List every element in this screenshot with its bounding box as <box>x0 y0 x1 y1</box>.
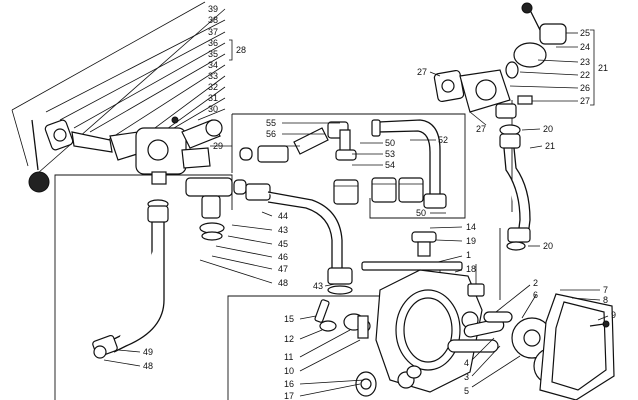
callout-38: 36 <box>208 38 218 48</box>
callout-31: 29 <box>213 141 223 151</box>
callout-21: 21 <box>545 141 555 151</box>
leaders-pump <box>299 226 609 397</box>
callout-50: 50 <box>385 138 395 148</box>
callout-7: 7 <box>603 285 608 295</box>
callout-44: 44 <box>278 211 288 221</box>
callout-25: 24 <box>580 42 590 52</box>
part-valve-body <box>44 116 223 185</box>
callout-49: 49 <box>143 347 153 357</box>
leaders-50-56 <box>282 122 446 214</box>
part-cover-plate <box>539 293 615 400</box>
callout-45: 45 <box>278 239 288 249</box>
callout-32: 30 <box>208 104 218 114</box>
callout-3: 3 <box>464 372 469 382</box>
callout-37: 35 <box>208 49 218 59</box>
callout-15: 15 <box>284 314 294 324</box>
callout-40: 38 <box>208 15 218 25</box>
callout-9: 9 <box>611 310 616 320</box>
callout-43b: 43 <box>313 281 323 291</box>
callout-24: 23 <box>580 57 590 67</box>
callout-19: 19 <box>466 236 476 246</box>
callout-33: 31 <box>208 93 218 103</box>
callout-41: 39 <box>208 4 218 14</box>
leaders-22-29 <box>429 29 595 126</box>
callout-28: 27 <box>580 96 590 106</box>
callout-51: 52 <box>438 135 448 145</box>
callout-11: 11 <box>284 352 293 362</box>
leaders-48-49 <box>103 349 141 367</box>
part-right-pipe <box>499 124 531 251</box>
callout-43: 43 <box>278 225 288 235</box>
callout-39: 37 <box>208 27 218 37</box>
leaders-20-21 <box>521 128 543 247</box>
leaders-43-48 <box>199 211 336 287</box>
callout-8: 8 <box>603 295 608 305</box>
callout-5: 5 <box>464 386 469 396</box>
callout-48b: 48 <box>143 361 153 371</box>
callout-17: 17 <box>284 391 294 400</box>
callout-48: 48 <box>278 278 288 288</box>
callout-22: 21 <box>598 63 608 73</box>
callout-6: 6 <box>533 290 538 300</box>
part-left-small-parts <box>314 299 371 339</box>
callout-23: 22 <box>580 70 590 80</box>
callout-18: 18 <box>466 264 476 274</box>
callout-20: 20 <box>543 124 553 134</box>
callout-1: 1 <box>466 250 471 260</box>
callout-35: 33 <box>208 71 218 81</box>
frame-top-box <box>232 113 466 219</box>
callout-53: 54 <box>385 160 395 170</box>
callout-55: 56 <box>266 129 276 139</box>
part-42-knob <box>28 119 50 193</box>
callout-26: 25 <box>580 28 590 38</box>
callout-36: 34 <box>208 60 218 70</box>
callout-46: 46 <box>278 252 288 262</box>
callout-54: 55 <box>266 118 276 128</box>
callout-4: 4 <box>464 358 469 368</box>
part-top-right-assembly <box>433 2 567 119</box>
part-tee-and-pipe <box>185 177 353 295</box>
callout-27: 26 <box>580 83 590 93</box>
part-filter-cups <box>333 177 424 205</box>
callout-16: 16 <box>284 379 294 389</box>
frame-pump <box>227 295 440 400</box>
part-pump-body <box>355 231 485 397</box>
callout-27b: 27 <box>476 124 486 134</box>
callout-30: 28 <box>236 45 246 55</box>
part-left-pipe <box>92 199 169 359</box>
callout-2: 2 <box>533 278 538 288</box>
callout-20b: 20 <box>543 241 553 251</box>
callout-47: 47 <box>278 264 288 274</box>
callout-34: 32 <box>208 82 218 92</box>
callout-14: 14 <box>466 222 476 232</box>
callout-12: 12 <box>284 334 294 344</box>
callout-52: 53 <box>385 149 395 159</box>
callout-29: 27 <box>417 67 427 77</box>
callout-10: 10 <box>284 366 294 376</box>
callout-50b: 50 <box>416 208 426 218</box>
callout-labels: 39 38 37 36 35 28 34 33 32 31 30 29 55 5… <box>143 4 616 400</box>
